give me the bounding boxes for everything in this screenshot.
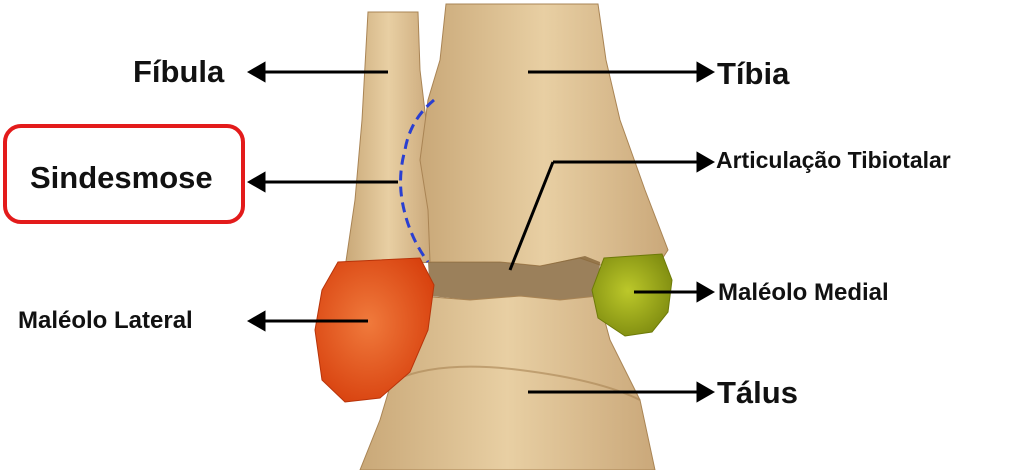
tibia-bone: [420, 4, 668, 266]
label-talus: Tálus: [717, 377, 798, 408]
fibula-bone: [345, 12, 432, 268]
label-sindesmose: Sindesmose: [30, 162, 213, 193]
label-maleolo-medial: Maléolo Medial: [718, 281, 889, 305]
label-maleolo-lateral: Maléolo Lateral: [18, 309, 193, 333]
label-fibula: Fíbula: [133, 56, 224, 87]
label-tibia: Tíbia: [717, 58, 789, 89]
label-articulacao-tibiotalar: Articulação Tibiotalar: [716, 149, 951, 172]
